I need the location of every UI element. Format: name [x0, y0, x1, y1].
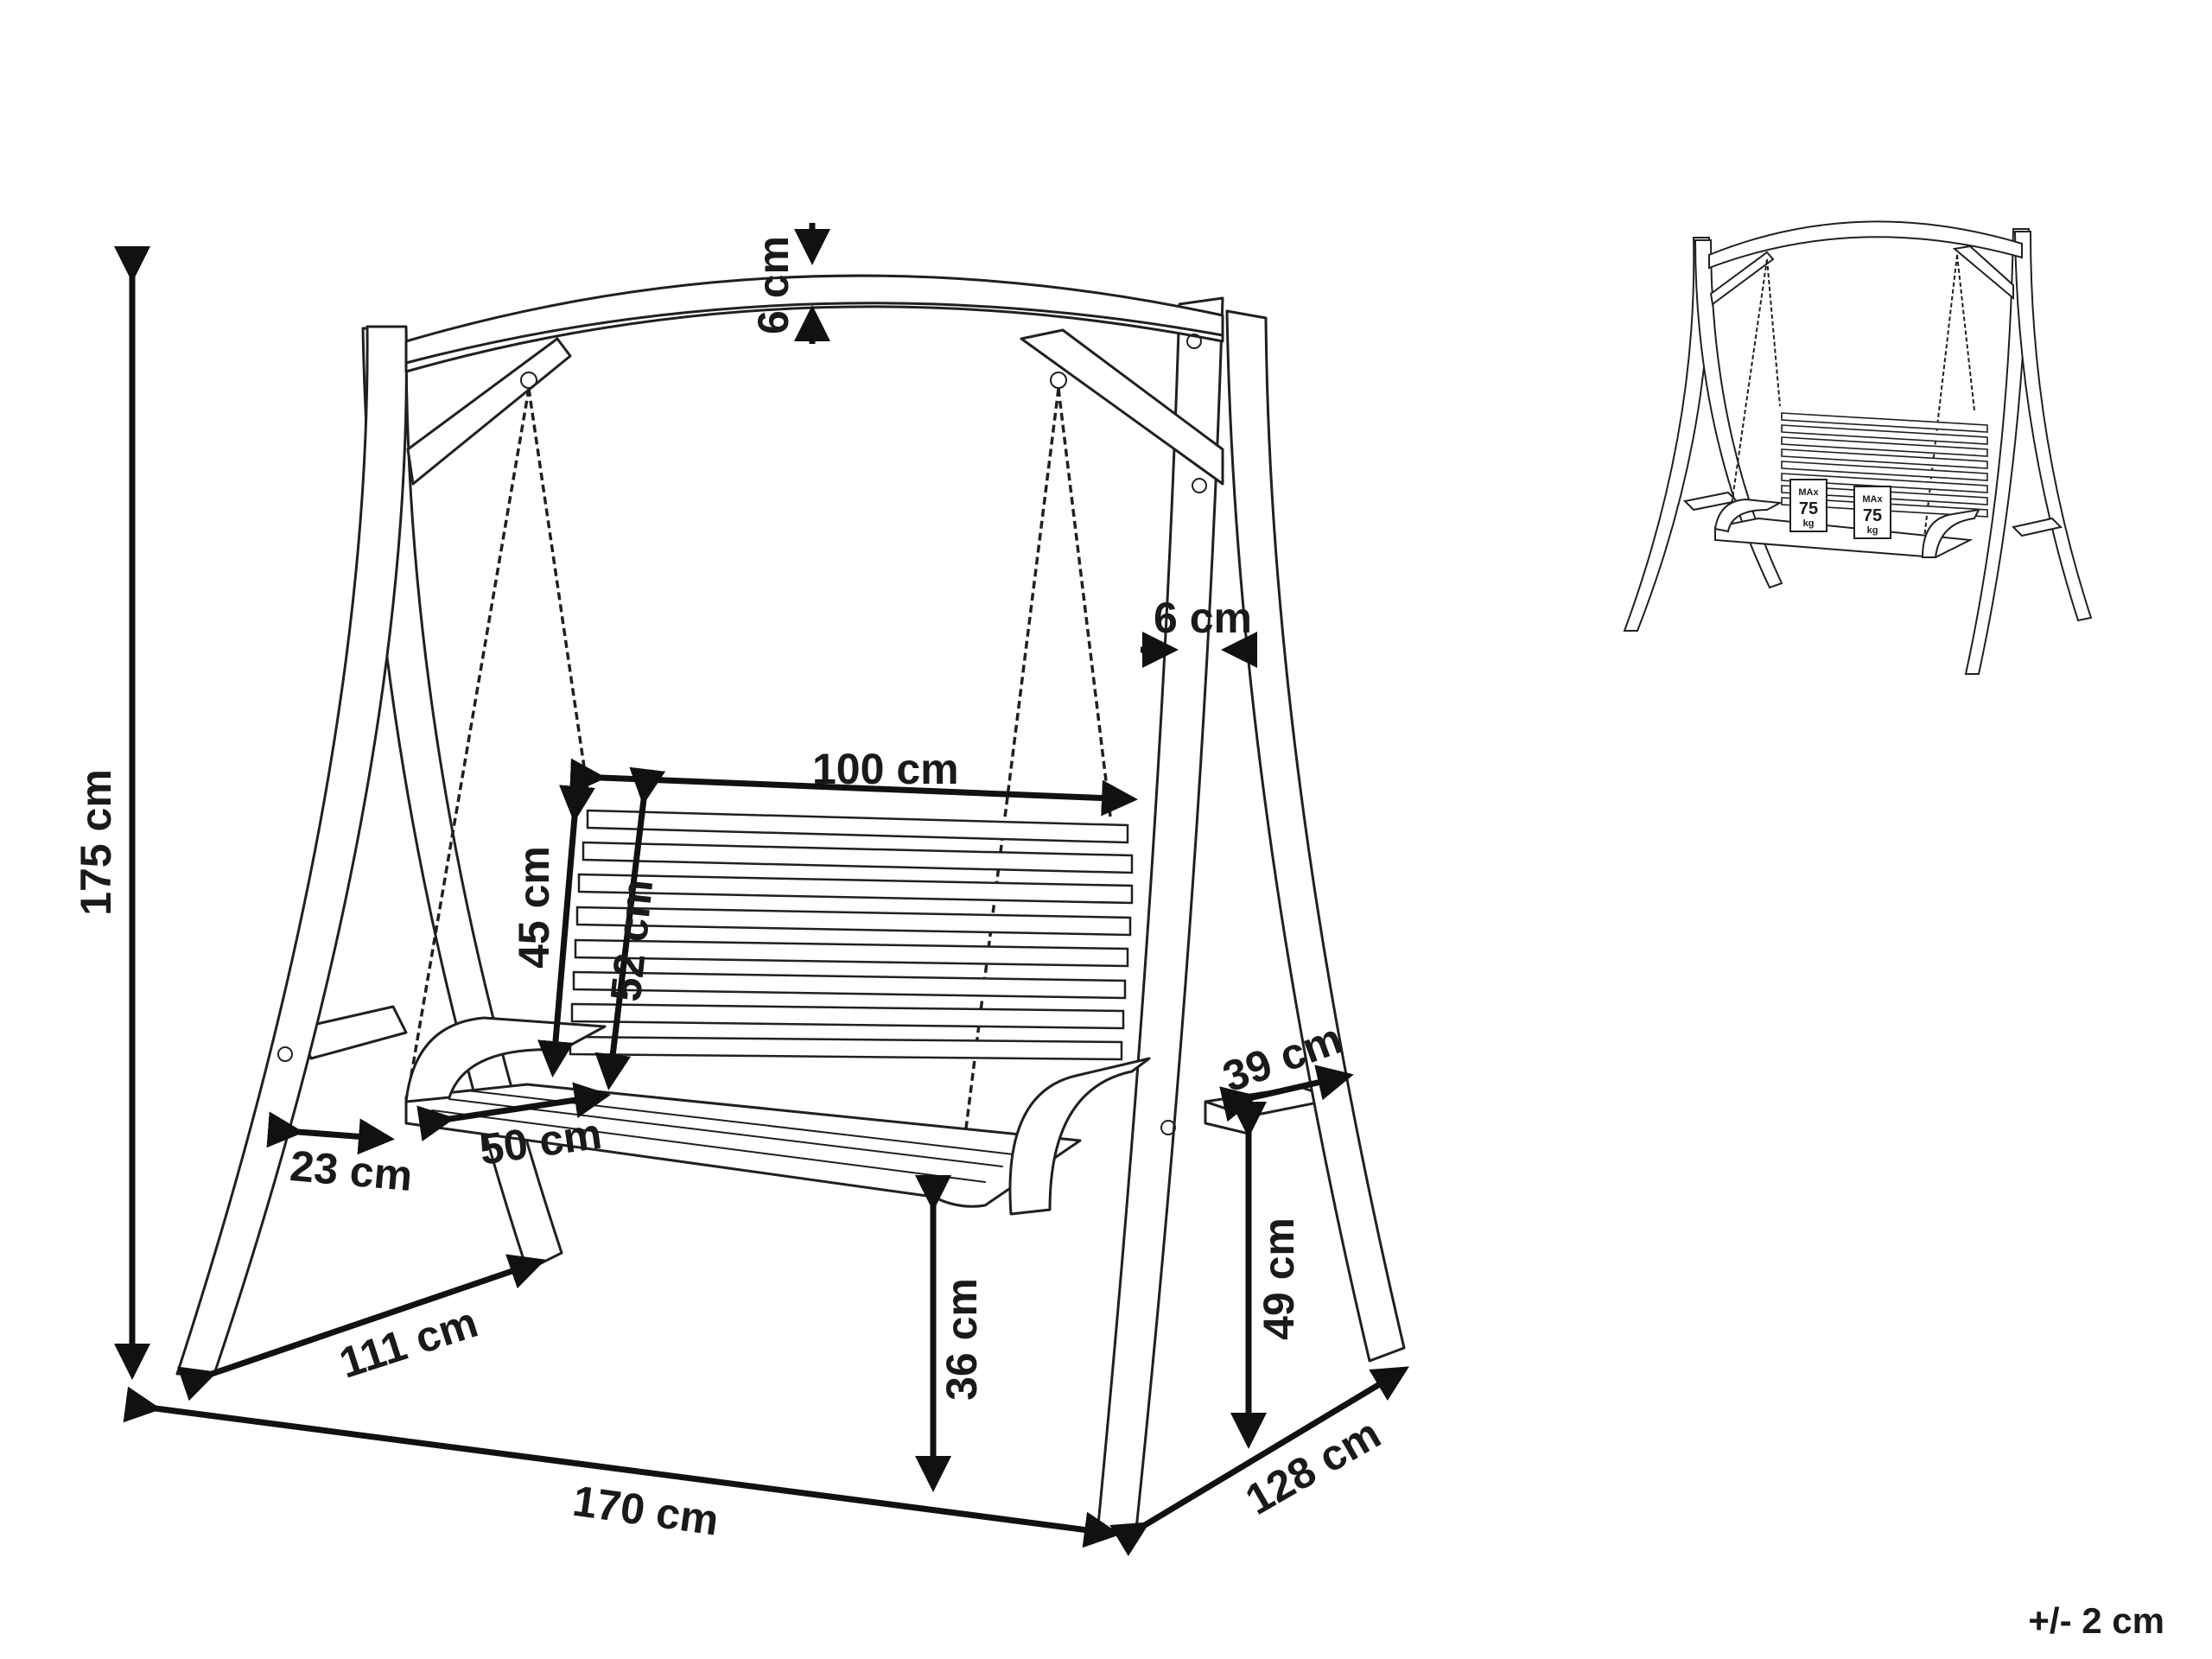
- dimension-arrows: [114, 223, 1410, 1557]
- right-front-chain: [962, 388, 1060, 1150]
- main-swing-illustration: [175, 274, 1406, 1535]
- label-base-width: 170 cm: [569, 1477, 721, 1545]
- label-tolerance: +/- 2 cm: [2028, 1600, 2164, 1641]
- thumb-chain: [1922, 254, 1958, 554]
- bolt: [1192, 478, 1207, 493]
- thumb-badge-value: 75: [1799, 499, 1818, 518]
- label-seat-width: 100 cm: [812, 745, 959, 793]
- thumb-chain: [1956, 254, 1975, 411]
- thumb-right-front-leg: [1964, 228, 2031, 675]
- backrest: [569, 809, 1134, 1061]
- thumb-badge-unit: kg: [1803, 518, 1815, 529]
- thumb-left-brace: [1709, 251, 1775, 306]
- thumb-arch: [1708, 220, 2023, 270]
- thumb-badge-max: MAx: [1862, 494, 1883, 505]
- thumb-badge-max: MAx: [1798, 487, 1819, 498]
- bolt: [277, 1046, 293, 1062]
- label-base-depth-inner: 111 cm: [334, 1298, 483, 1388]
- label-armrest-height: 49 cm: [1255, 1217, 1303, 1340]
- thumb-weight-badge-right: MAx 75 kg: [1853, 486, 1891, 539]
- left-hook: [520, 372, 537, 389]
- right-armrest: [1008, 1057, 1151, 1216]
- thumb-badge-value: 75: [1863, 506, 1882, 525]
- right-back-chain: [1057, 388, 1112, 817]
- thumb-right-brace: [1952, 245, 2014, 301]
- thumb-left-armrest: [1713, 498, 1783, 533]
- label-height-total: 175 cm: [72, 769, 120, 916]
- thumb-chain: [1727, 258, 1768, 530]
- thumb-badge-unit: kg: [1867, 525, 1878, 536]
- label-backrest-height: 45 cm: [510, 846, 558, 969]
- right-brace: [1020, 328, 1224, 486]
- thumb-left-rear-leg: [1694, 239, 1783, 589]
- bolt: [1160, 1120, 1176, 1135]
- label-side-overhang: 23 cm: [288, 1141, 414, 1200]
- label-seat-height: 36 cm: [938, 1278, 986, 1401]
- top-arch-beam-edge: [404, 302, 1224, 365]
- right-front-leg: [1096, 296, 1224, 1535]
- left-front-chain: [409, 388, 531, 1081]
- thumb-right-rear-leg: [2013, 231, 2093, 622]
- thumbnail-swing: MAx 75 kg MAx 75 kg: [1623, 220, 2093, 675]
- bolt: [1186, 334, 1202, 349]
- right-hook: [1050, 372, 1067, 389]
- left-front-leg: [175, 325, 408, 1376]
- thumb-chain: [1766, 258, 1781, 407]
- label-beam-thickness: 6 cm: [749, 236, 798, 334]
- thumb-seat: [1714, 517, 1974, 559]
- left-brace: [406, 337, 572, 486]
- left-back-chain: [527, 388, 589, 791]
- thumb-weight-badge-left: MAx 75 kg: [1789, 479, 1827, 532]
- thumb-right-armrest: [1921, 508, 1980, 558]
- top-arch-beam: [404, 274, 1224, 373]
- label-post-thickness: 6 cm: [1154, 594, 1252, 642]
- right-rear-leg: [1225, 309, 1406, 1363]
- thumb-right-shelf: [2012, 517, 2063, 537]
